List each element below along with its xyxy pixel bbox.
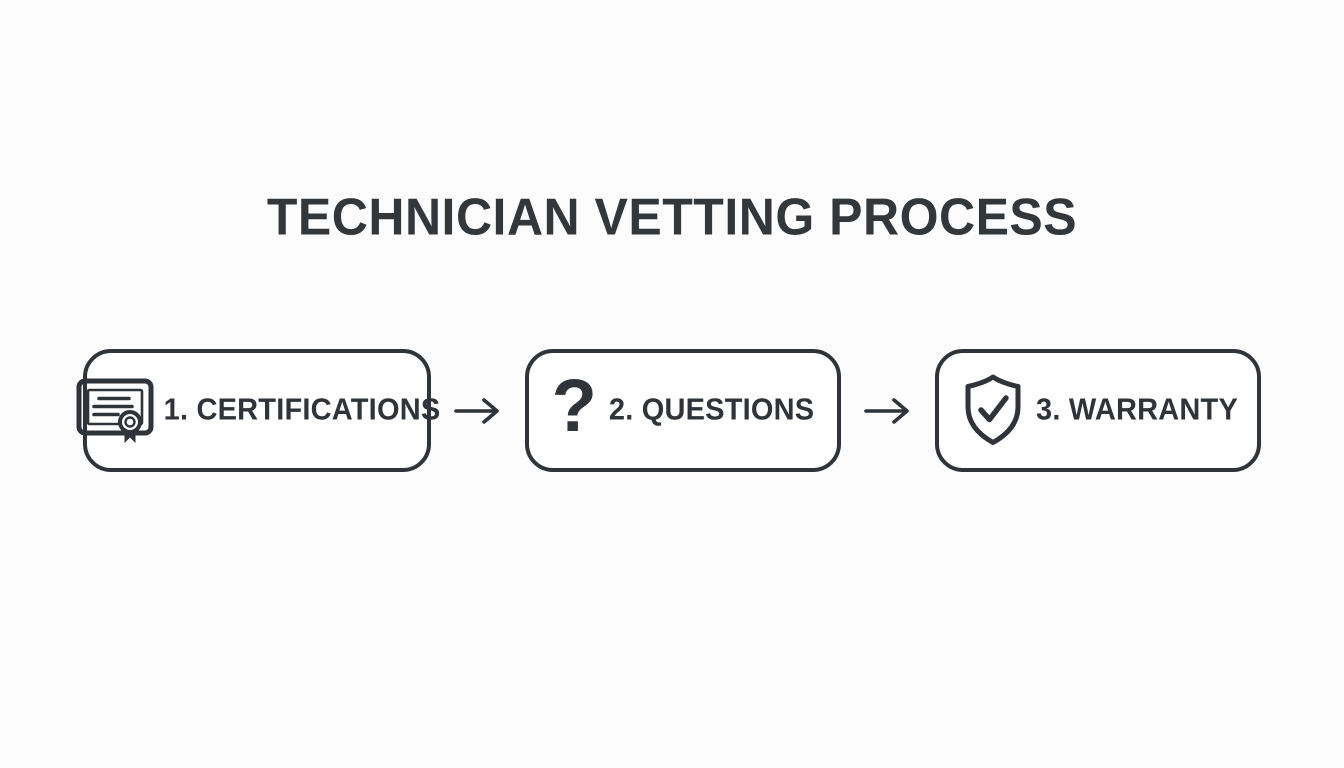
- arrow-right-icon: [863, 396, 913, 426]
- step-label: 2. QUESTIONS: [608, 393, 815, 427]
- step-label: 1. CERTIFICATIONS: [163, 393, 441, 427]
- step-certifications-box: 1. CERTIFICATIONS: [76, 349, 440, 472]
- step-warranty-box: 3. WARRANTY: [935, 349, 1261, 472]
- page-title: TECHNICIAN VETTING PROCESS: [266, 187, 1078, 247]
- step-questions-box: ? 2. QUESTIONS: [525, 349, 841, 472]
- shield-check-icon: [958, 371, 1028, 451]
- arrow-right-icon: [453, 396, 503, 426]
- question-mark-icon: ?: [551, 363, 597, 447]
- process-flow: 1. CERTIFICATIONS ? 2. QUESTIONS: [0, 349, 1344, 472]
- step-label: 3. WARRANTY: [1036, 393, 1238, 427]
- certificate-icon: [74, 373, 156, 449]
